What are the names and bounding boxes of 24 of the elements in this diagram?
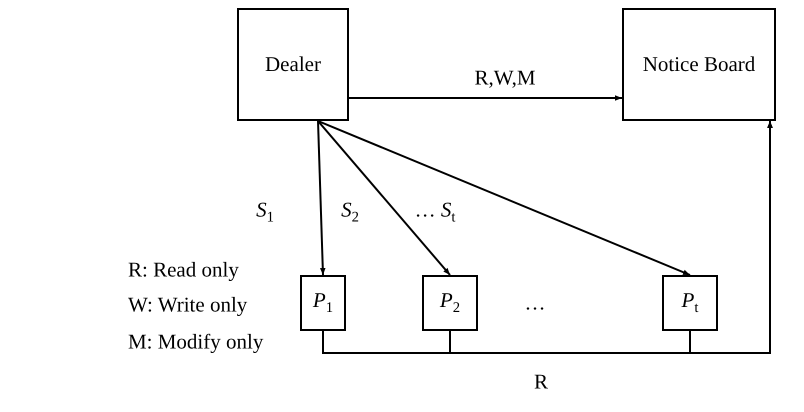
legend-note: R: Read only — [128, 258, 239, 282]
ellipsis: … — [524, 291, 546, 315]
node-label: P$_{2}$ — [440, 288, 460, 318]
arrow — [317, 120, 451, 276]
node-label: Notice Board — [642, 52, 756, 77]
node-label: P$_{t}$ — [682, 288, 698, 318]
edge-label: … S$_{t}$ — [414, 198, 456, 226]
edge-label: S$_{1}$ — [256, 198, 274, 226]
arrow — [317, 120, 326, 276]
node-label: P$_{1}$ — [312, 288, 334, 318]
process-box — [237, 8, 349, 121]
edge-label: S$_{2}$ — [341, 198, 359, 226]
arrow — [349, 95, 622, 101]
legend-note: W: Write only — [128, 293, 248, 317]
legend-note: M: Modify only — [128, 330, 264, 354]
arrow — [689, 121, 773, 354]
process-box — [422, 275, 478, 331]
node-label: Dealer — [265, 52, 321, 77]
edge-label: R — [534, 370, 548, 394]
arrow — [318, 120, 690, 276]
process-box — [622, 8, 776, 121]
process-box — [662, 275, 718, 331]
process-box — [300, 275, 346, 331]
edge-label: R,W,M — [474, 66, 536, 90]
